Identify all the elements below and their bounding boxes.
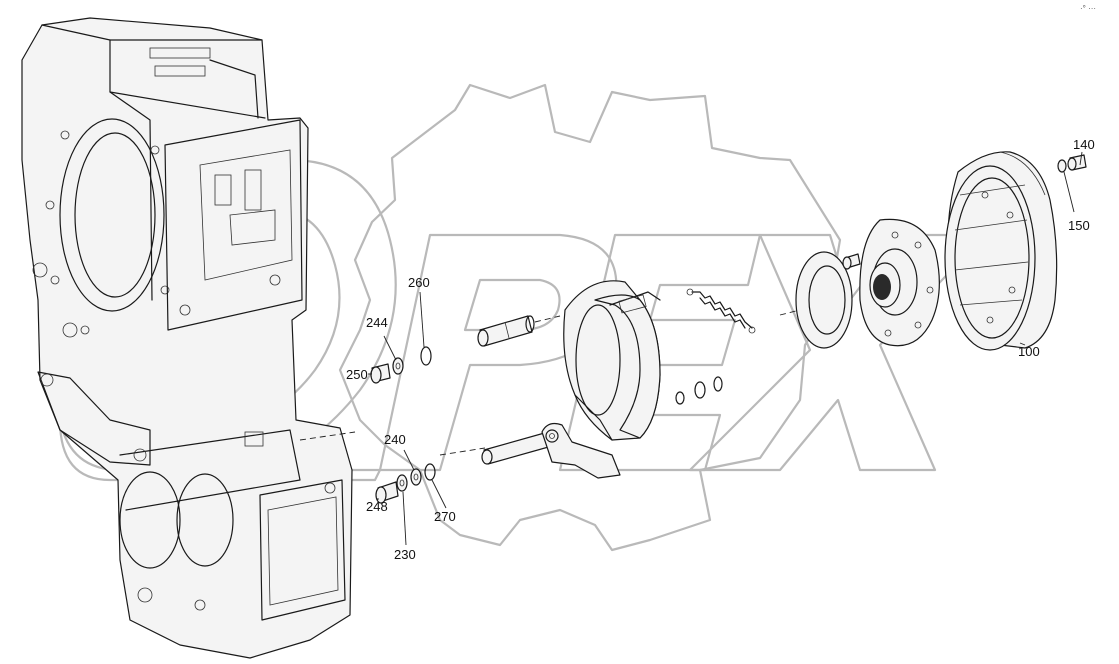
transmission-housing [21, 17, 353, 659]
callout-248: 248 [366, 499, 388, 514]
callout-240: 240 [384, 432, 406, 447]
callout-250: 250 [346, 367, 368, 382]
friction-disc [795, 251, 853, 349]
washer-244 [392, 357, 404, 375]
small-rings [675, 376, 723, 405]
screw-140 [1067, 154, 1087, 171]
leader-lines [368, 151, 1083, 546]
o-ring-270 [424, 463, 436, 481]
flange-bolt [842, 253, 861, 270]
lower-pivot-pin [481, 431, 553, 465]
callout-140: 140 [1073, 137, 1095, 152]
actuating-lever [541, 422, 621, 479]
watermark-text: OPEX [0, 0, 1, 1]
corner-mark: ·° ··· [1080, 4, 1097, 13]
washer-240 [410, 468, 422, 486]
o-ring-260 [420, 346, 432, 366]
washer-150 [1057, 159, 1067, 173]
drive-flange [859, 218, 940, 347]
screw-250 [370, 363, 391, 384]
screw-248 [375, 481, 399, 504]
callout-150: 150 [1068, 218, 1090, 233]
washer-230 [396, 474, 408, 492]
brake-shoe [563, 280, 661, 441]
upper-pivot-pin [477, 315, 535, 347]
callout-270: 270 [434, 509, 456, 524]
return-spring [686, 288, 756, 334]
brake-drum-100 [944, 151, 1058, 351]
watermark-gear-outline [338, 83, 842, 552]
callout-230: 230 [394, 547, 416, 562]
callout-244: 244 [366, 315, 388, 330]
callout-100: 100 [1018, 344, 1040, 359]
callout-260: 260 [408, 275, 430, 290]
